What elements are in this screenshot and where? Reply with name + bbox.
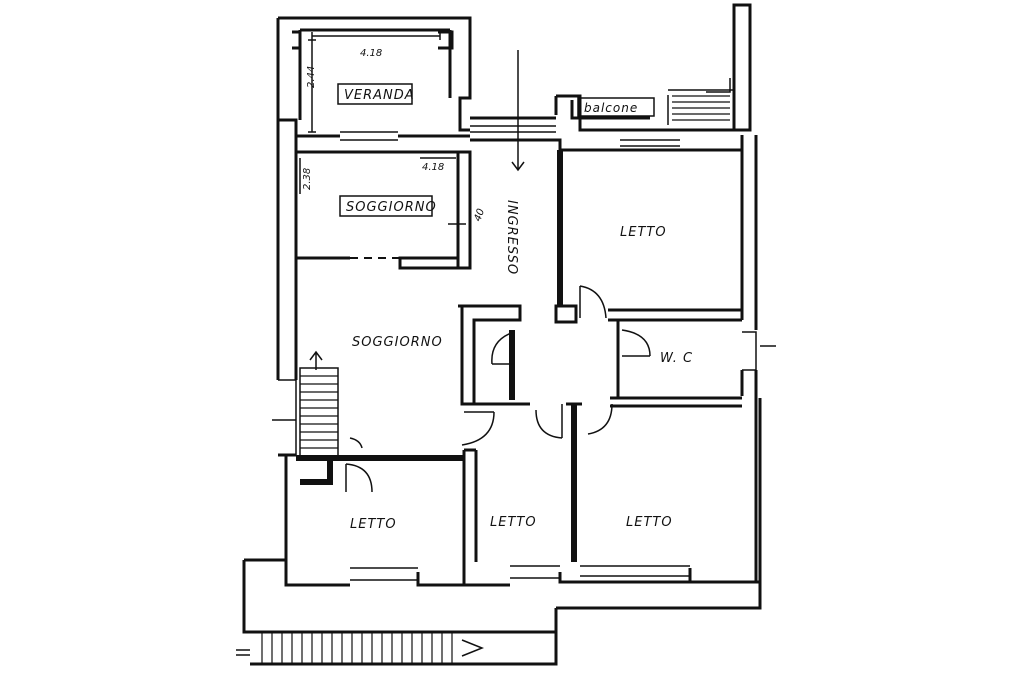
soggiorno-upper-label-box [339, 195, 433, 217]
veranda-width-dim: 4.18 [360, 48, 382, 59]
stair-bottom [236, 558, 762, 666]
veranda-label-box [337, 83, 413, 105]
veranda-label: VERANDA [344, 88, 415, 103]
stair-left [272, 350, 339, 457]
balcone-label: balcone [584, 101, 638, 115]
letto-ne-label: LETTO [620, 225, 667, 240]
soggiorno-main-label: SOGGIORNO [352, 335, 443, 350]
doors [345, 285, 651, 493]
soggiorno-depth-dim: 2.38 [302, 168, 313, 190]
balcone-label-box [577, 97, 655, 117]
veranda-depth-dim: 2.44 [306, 66, 317, 88]
soggiorno-width-dim: 4.18 [422, 162, 444, 173]
dimension-lines [299, 32, 776, 371]
opening-dim: 40 [472, 207, 487, 223]
letto-se-label: LETTO [626, 515, 673, 530]
room-labels: VERANDA balcone SOGGIORNO INGRESSO LETTO… [337, 83, 693, 532]
letto-sw-label: LETTO [350, 517, 397, 532]
wc-label: W. C [660, 351, 693, 366]
letto-s-label: LETTO [490, 515, 537, 530]
ingresso-label: INGRESSO [504, 200, 519, 275]
interior-walls [294, 150, 742, 585]
stair-topright [672, 78, 731, 121]
soggiorno-upper-label: SOGGIORNO [346, 200, 437, 215]
dimension-labels: 4.18 2.44 4.18 2.38 40 [302, 48, 487, 223]
